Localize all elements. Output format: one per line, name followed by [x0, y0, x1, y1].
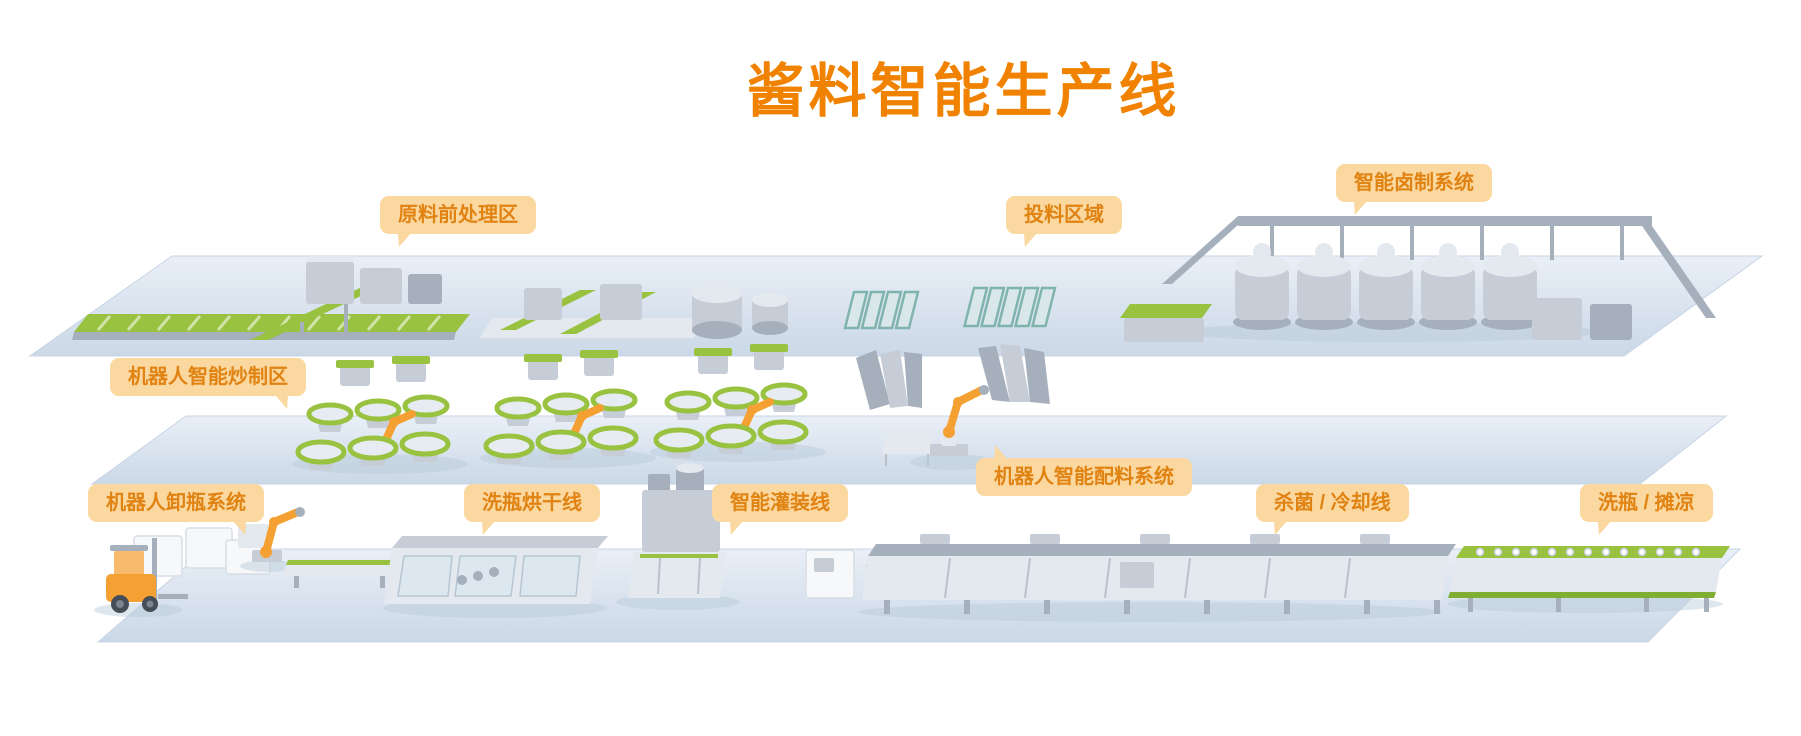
pallet-stack — [133, 527, 271, 577]
label-text: 洗瓶 / 摊凉 — [1598, 492, 1695, 514]
batching-system — [856, 344, 1050, 470]
work-table — [882, 428, 936, 466]
callout-washing-cooling: 洗瓶 / 摊凉 — [1580, 484, 1713, 522]
label-text: 洗瓶烘干线 — [482, 492, 582, 514]
callout-batching: 机器人智能配料系统 — [976, 458, 1192, 496]
discharge-conveyor — [1120, 304, 1212, 342]
label-text: 机器人卸瓶系统 — [106, 492, 246, 514]
callout-unloading: 机器人卸瓶系统 — [88, 484, 264, 522]
dispensing-panels-left — [856, 350, 922, 410]
dispensing-panels-right — [978, 344, 1050, 404]
marinating-system — [1120, 216, 1716, 342]
label-text: 投料区域 — [1024, 204, 1104, 226]
batching-robot — [910, 385, 994, 470]
callout-sterilization-cooling: 杀菌 / 冷却线 — [1256, 484, 1409, 522]
frying-area — [292, 344, 826, 474]
marinating-tank — [1419, 243, 1477, 330]
feeding-bins-right — [962, 286, 1057, 328]
callout-pretreatment: 原料前处理区 — [380, 196, 536, 234]
label-text: 原料前处理区 — [398, 204, 518, 226]
callout-frying: 机器人智能炒制区 — [110, 358, 306, 396]
marinating-tank — [1357, 243, 1415, 330]
marinating-tank — [1481, 243, 1539, 330]
feeding-bins-left — [843, 290, 920, 330]
label-text: 智能灌装线 — [730, 492, 830, 514]
feeding-area — [843, 286, 1057, 330]
washing-drying-machine — [383, 536, 608, 618]
callout-marinating: 智能卤制系统 — [1336, 164, 1492, 202]
washing-mixing-cluster — [480, 284, 788, 339]
sorting-machines — [306, 256, 442, 304]
sterilization-tunnel — [858, 534, 1456, 622]
label-text: 智能卤制系统 — [1354, 172, 1474, 194]
filling-machine — [616, 463, 740, 610]
marinating-tank — [1233, 243, 1291, 330]
holding-tank — [752, 293, 788, 335]
holding-tank — [692, 285, 742, 339]
label-text: 机器人智能配料系统 — [994, 466, 1174, 488]
pretreatment-area — [72, 256, 788, 340]
unloading-area — [94, 507, 398, 617]
callout-filling: 智能灌装线 — [712, 484, 848, 522]
cooling-conveyor — [1447, 546, 1730, 613]
forklift — [94, 538, 188, 617]
label-text: 机器人智能炒制区 — [128, 366, 288, 388]
marinating-tank — [1295, 243, 1353, 330]
page-title: 酱料智能生产线 — [746, 59, 1181, 124]
label-text: 杀菌 / 冷却线 — [1274, 492, 1391, 514]
bottle-conveyor — [282, 560, 398, 588]
callout-washing-drying: 洗瓶烘干线 — [464, 484, 600, 522]
callout-feeding: 投料区域 — [1006, 196, 1122, 234]
capping-machine — [805, 549, 855, 599]
